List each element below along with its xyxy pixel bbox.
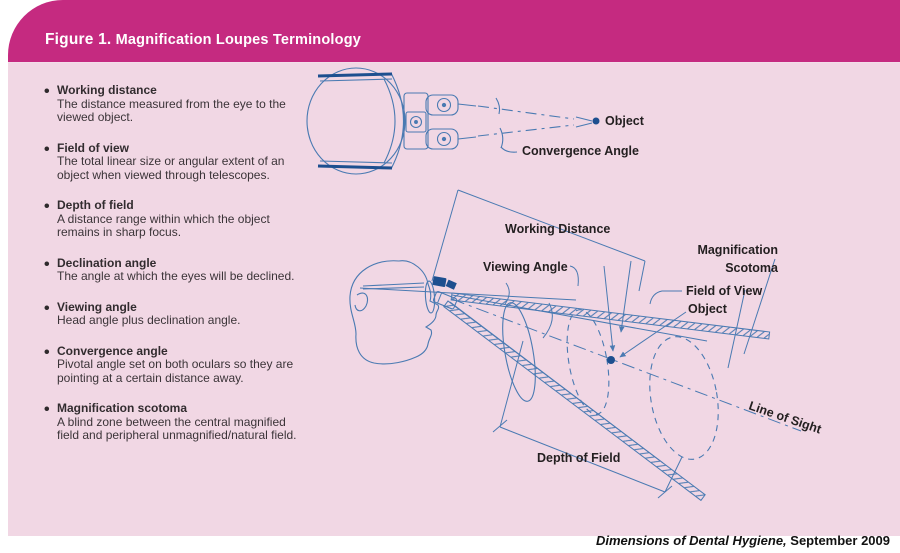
term-item-viewing-angle: • Viewing angle Head angle plus declinat… [44, 299, 298, 328]
term-definition: The total linear size or angular extent … [57, 154, 285, 182]
term-definition: A blind zone between the central magnifi… [57, 414, 297, 442]
term-definition: The angle at which the eyes will be decl… [57, 269, 295, 283]
term-item-magnification-scotoma: • Magnification scotoma A blind zone bet… [44, 401, 298, 443]
term-name: Working distance [57, 83, 157, 97]
bullet-icon: • [44, 401, 50, 418]
term-item-field-of-view: • Field of view The total linear size or… [44, 140, 298, 183]
term-name: Viewing angle [57, 299, 137, 314]
bullet-icon: • [44, 255, 50, 273]
term-name: Field of view [57, 140, 130, 155]
figure-label: Figure 1. [45, 31, 112, 48]
term-definition: Pivotal angle set on both oculars so the… [57, 357, 294, 385]
bullet-icon: • [44, 198, 50, 215]
bullet-icon: • [44, 343, 50, 361]
bullet-icon: • [44, 299, 50, 317]
bullet-icon: • [44, 140, 50, 158]
figure-header: Figure 1. Magnification Loupes Terminolo… [8, 0, 900, 62]
term-name: Magnification scotoma [57, 401, 188, 415]
footer-date: September 2009 [786, 533, 890, 548]
term-name: Declination angle [57, 255, 157, 270]
term-item-declination-angle: • Declination angle The angle at which t… [44, 255, 298, 284]
figure-title-text: Magnification Loupes Terminology [111, 32, 362, 48]
terms-list: • Working distance The distance measured… [44, 83, 298, 460]
term-item-convergence-angle: • Convergence angle Pivotal angle set on… [44, 343, 298, 386]
bullet-icon: • [44, 83, 50, 100]
term-item-working-distance: • Working distance The distance measured… [44, 83, 298, 125]
term-item-depth-of-field: • Depth of field A distance range within… [44, 198, 298, 240]
term-definition: The distance measured from the eye to th… [57, 96, 286, 124]
term-name: Depth of field [57, 198, 134, 212]
term-definition: A distance range within which the object… [57, 211, 270, 239]
term-name: Convergence angle [57, 343, 168, 358]
figure-title: Figure 1. Magnification Loupes Terminolo… [45, 31, 361, 49]
footer-journal: Dimensions of Dental Hygiene, [595, 533, 787, 548]
footer-credit: Dimensions of Dental Hygiene, September … [596, 533, 890, 548]
term-definition: Head angle plus declination angle. [57, 313, 241, 327]
